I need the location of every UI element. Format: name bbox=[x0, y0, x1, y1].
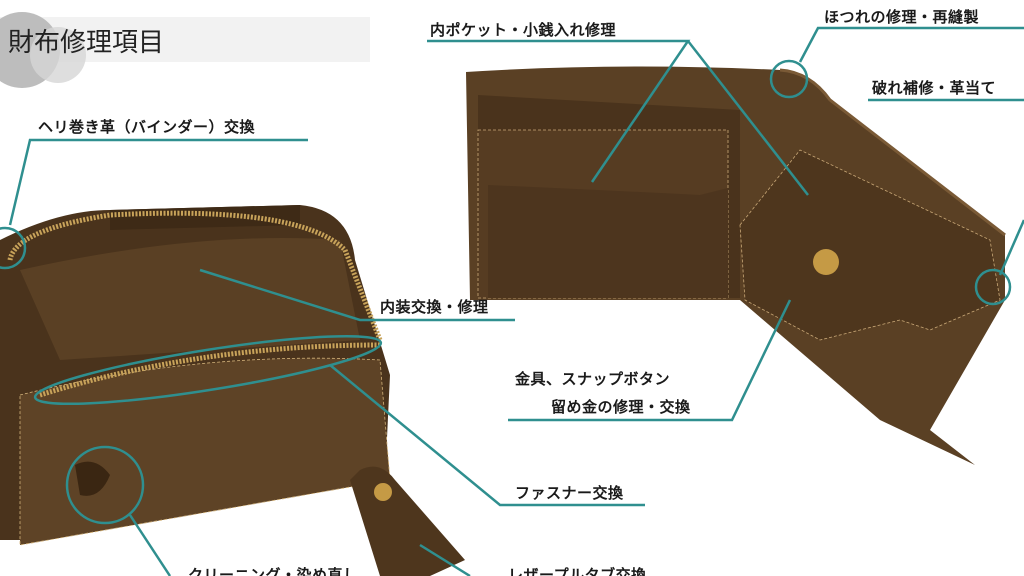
pull-tab bbox=[350, 466, 465, 576]
zipper bbox=[39, 342, 381, 398]
decor-circle bbox=[30, 27, 86, 83]
callout-lines bbox=[0, 26, 1024, 576]
label-hardware-line2: 留め金の修理・交換 bbox=[551, 398, 691, 416]
label-pull-tab: レザープルタブ交換 bbox=[508, 566, 647, 576]
stain bbox=[75, 461, 110, 496]
label-hardware-line1: 金具、スナップボタン bbox=[515, 370, 671, 388]
zip-wallet bbox=[0, 205, 465, 576]
label-tear: 破れ補修・革当て bbox=[872, 79, 997, 97]
zipper bbox=[7, 210, 383, 341]
label-inner-pocket: 内ポケット・小銭入れ修理 bbox=[430, 21, 617, 39]
label-fraying: ほつれの修理・再縫製 bbox=[824, 8, 980, 26]
snap-button-icon bbox=[813, 249, 839, 275]
label-binder: ヘリ巻き革（バインダー）交換 bbox=[38, 118, 256, 136]
label-zipper: ファスナー交換 bbox=[515, 484, 624, 502]
label-cleaning: クリーニング・染め直し bbox=[188, 566, 359, 576]
bifold-wallet bbox=[466, 66, 1006, 465]
page-title: 財布修理項目 bbox=[8, 28, 165, 58]
label-lining: 内装交換・修理 bbox=[380, 298, 489, 316]
